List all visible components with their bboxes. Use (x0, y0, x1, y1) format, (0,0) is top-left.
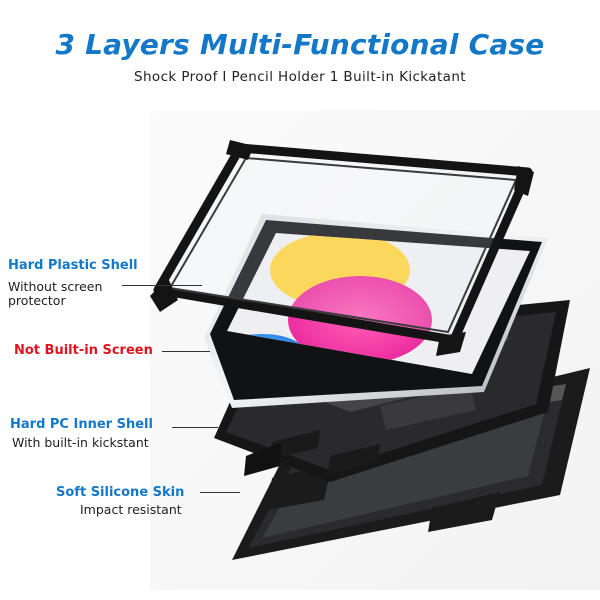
tablet-device (204, 214, 548, 408)
callout-soft-silicone-skin-label: Soft Silicone Skin (56, 485, 185, 500)
callout-soft-silicone-skin-desc: Impact resistant (80, 502, 182, 517)
page-subtitle: Shock Proof I Pencil Holder 1 Built-in K… (134, 69, 466, 85)
callout-soft-silicone-skin-leader (200, 492, 240, 493)
callout-hard-pc-inner-shell-desc: With built-in kickstant (12, 435, 149, 450)
plastic-frame-layer (150, 140, 534, 356)
callout-hard-plastic-shell-leader (122, 285, 202, 286)
callout-hard-pc-inner-shell-leader (172, 427, 218, 428)
callout-hard-plastic-shell-desc-1: Without screen (8, 279, 103, 294)
callout-not-built-in-screen-leader (162, 351, 210, 352)
callout-hard-plastic-shell-label: Hard Plastic Shell (8, 258, 138, 273)
callout-hard-plastic-shell-desc-2: protector (8, 293, 66, 308)
page-title: 3 Layers Multi-Functional Case (55, 28, 545, 61)
callout-not-built-in-screen-label: Not Built-in Screen (14, 343, 153, 358)
callout-hard-pc-inner-shell-label: Hard PC Inner Shell (10, 417, 153, 432)
